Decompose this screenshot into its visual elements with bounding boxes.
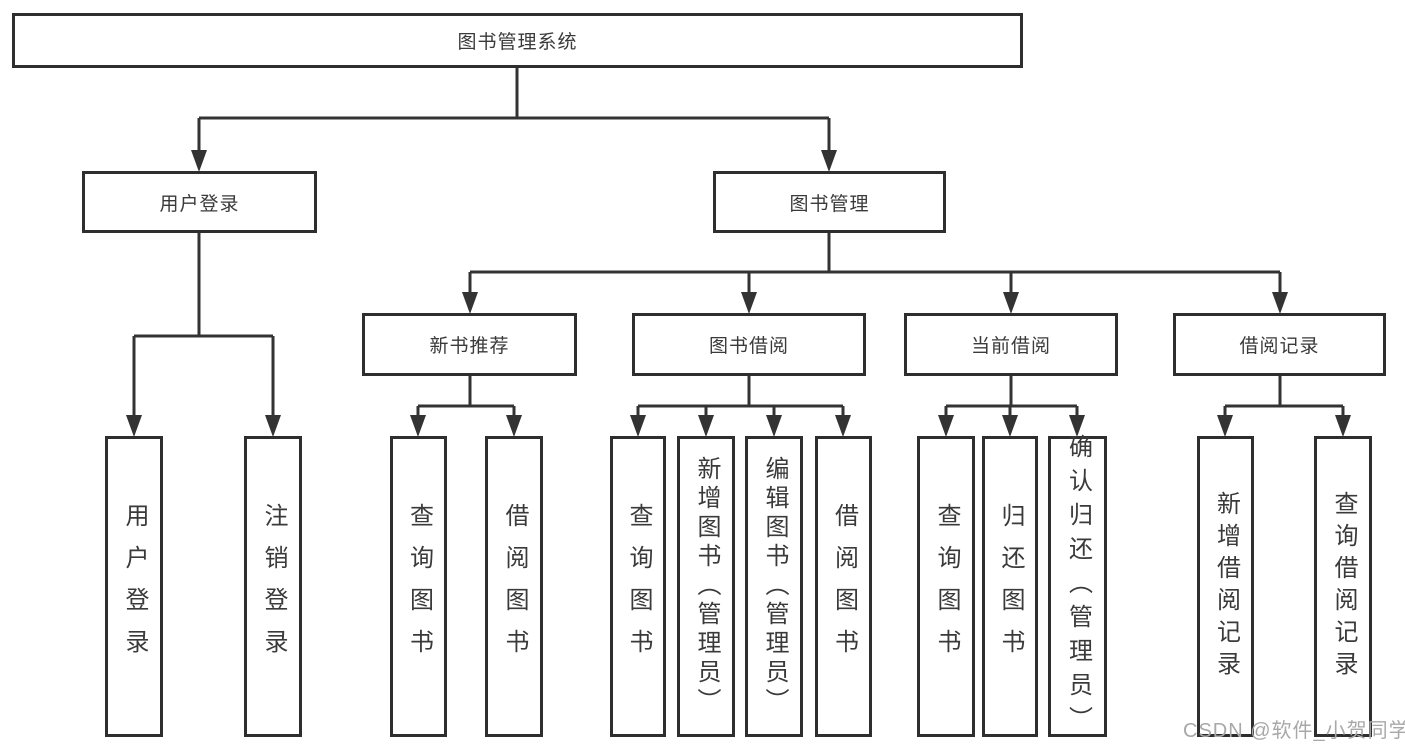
csdn-watermark: CSDN @软件_小贺同学: [1183, 720, 1405, 742]
leaf-user-login: 用户登录: [105, 436, 163, 737]
node-user-login: 用户登录: [82, 171, 317, 233]
node-library-management-system: 图书管理系统: [12, 13, 1023, 68]
leaf-edit-books-admin: 编辑图书（管理员）: [745, 436, 803, 737]
node-borrowing-records: 借阅记录: [1173, 313, 1386, 376]
leaf-query-borrow-record: 查询借阅记录: [1314, 436, 1372, 737]
node-label: 用户登录: [159, 193, 240, 215]
leaf-label: 注销登录: [260, 502, 287, 671]
node-current-borrowing: 当前借阅: [904, 313, 1118, 376]
node-label: 图书管理系统: [457, 32, 578, 53]
node-label: 当前借阅: [970, 336, 1051, 357]
node-label: 借阅记录: [1239, 336, 1320, 357]
leaf-label: 确认归还（管理员）: [1064, 433, 1092, 740]
leaf-label: 编辑图书（管理员）: [761, 456, 788, 717]
leaf-label: 查询图书: [405, 502, 433, 671]
leaf-query-books-recommend: 查询图书: [390, 436, 447, 737]
node-new-book-recommend: 新书推荐: [362, 313, 577, 376]
leaf-add-borrow-record: 新增借阅记录: [1197, 436, 1254, 737]
leaf-logout: 注销登录: [244, 436, 302, 737]
leaf-label: 借阅图书: [501, 502, 528, 671]
leaf-borrow-books-recommend: 借阅图书: [485, 436, 543, 737]
leaf-label: 借阅图书: [830, 502, 858, 671]
leaf-label: 查询图书: [625, 502, 652, 671]
leaf-add-books-admin: 新增图书（管理员）: [677, 436, 735, 737]
leaf-label: 归还图书: [997, 502, 1024, 671]
leaf-label: 新增图书（管理员）: [693, 456, 720, 717]
leaf-label: 用户登录: [121, 502, 148, 671]
leaf-label: 新增借阅记录: [1212, 490, 1240, 683]
leaf-query-books-current: 查询图书: [917, 436, 975, 737]
leaf-return-books: 归还图书: [982, 436, 1038, 737]
node-book-borrowing: 图书借阅: [632, 313, 866, 376]
leaf-confirm-return-admin: 确认归还（管理员）: [1048, 433, 1107, 740]
leaf-borrow-books: 借阅图书: [815, 436, 872, 737]
leaf-label: 查询图书: [933, 502, 960, 671]
node-label: 新书推荐: [429, 336, 510, 357]
leaf-query-books-borrow: 查询图书: [610, 436, 666, 737]
leaf-label: 查询借阅记录: [1330, 490, 1357, 683]
node-label: 图书借阅: [708, 336, 789, 357]
node-label: 图书管理: [789, 193, 870, 215]
node-book-management: 图书管理: [713, 171, 946, 233]
